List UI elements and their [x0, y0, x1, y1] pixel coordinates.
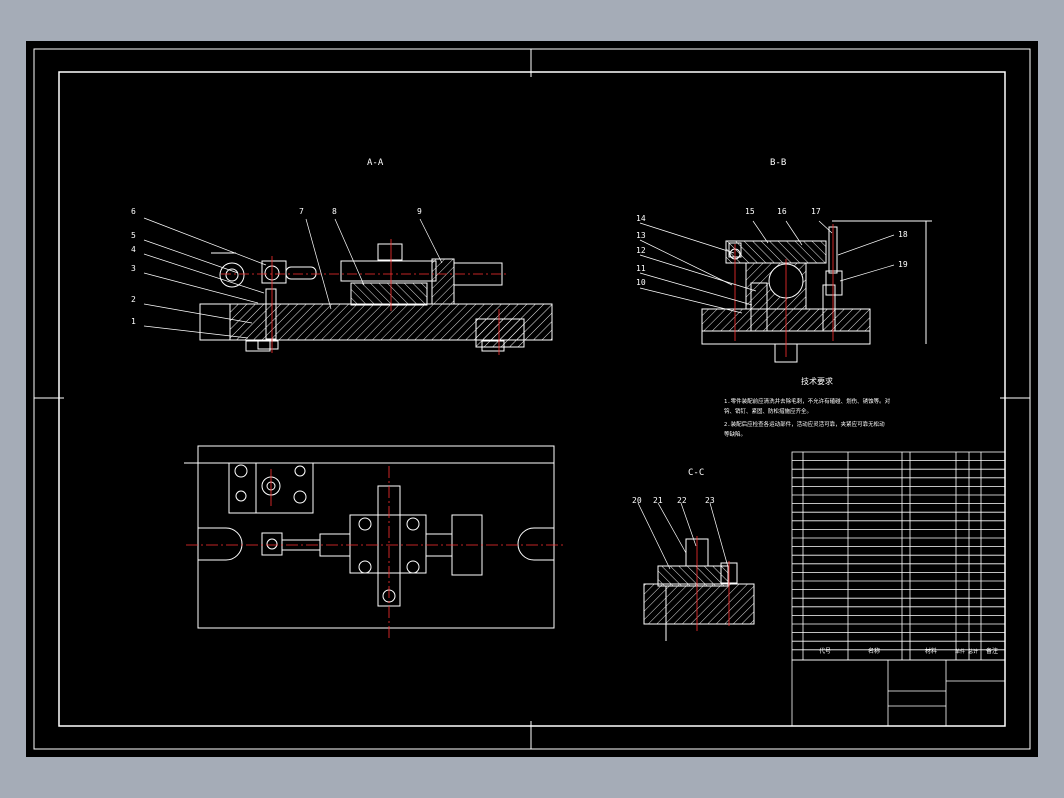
view-aa-centerlines [221, 239, 508, 355]
bom-header-code: 代号 [819, 647, 831, 655]
callout-13: 13 [636, 231, 646, 240]
notes-line-1: 1.零件装配前应清洗并去除毛刺，不允许有磕碰、划伤、锈蚀等。对 [724, 397, 891, 405]
section-label-bb: B-B [770, 158, 786, 168]
callout-5: 5 [131, 231, 136, 240]
view-cc [643, 538, 755, 641]
callout-10: 10 [636, 278, 646, 287]
view-aa [199, 243, 553, 352]
drawing-border [33, 48, 1031, 750]
view-bb-centerlines [734, 224, 834, 357]
view-aa-leaders [143, 217, 443, 339]
notes-line-2: 钩、销钉、紧固、防松措施应齐全。 [724, 407, 812, 415]
view-bb-leaders [639, 220, 895, 314]
callout-21: 21 [653, 496, 663, 505]
bom-header-remark: 备注 [986, 647, 998, 655]
cad-drawing: A-A B-B C-C [33, 48, 1031, 750]
callout-16: 16 [777, 207, 787, 216]
callout-20: 20 [632, 496, 642, 505]
callout-1: 1 [131, 317, 136, 326]
callout-12: 12 [636, 246, 646, 255]
view-bb-callout-labels: 10 11 12 13 14 15 16 17 18 19 [636, 207, 908, 287]
callout-4: 4 [131, 245, 136, 254]
view-cc-callout-labels: 20 21 22 23 [632, 496, 715, 505]
callout-18: 18 [898, 230, 908, 239]
callout-2: 2 [131, 295, 136, 304]
notes-title: 技术要求 [801, 376, 833, 386]
callout-17: 17 [811, 207, 821, 216]
callout-3: 3 [131, 264, 136, 273]
bom-table [791, 451, 1006, 727]
bom-header: 代号 名称 材料 单件 总计 备注 [819, 647, 998, 655]
view-bb [701, 220, 932, 363]
view-plan [184, 445, 555, 629]
callout-11: 11 [636, 264, 646, 273]
section-label-cc: C-C [688, 468, 704, 478]
bom-header-weight: 单件 总计 [955, 648, 978, 655]
bom-header-name: 名称 [868, 647, 880, 655]
view-cc-centerlines [696, 536, 730, 631]
notes-line-3: 2.装配后应检查各运动部件，活动应灵活可靠，夹紧应可靠无松动 [724, 420, 885, 428]
drawing-sheet: A-A B-B C-C [26, 41, 1038, 757]
view-plan-centerlines [186, 466, 566, 641]
callout-14: 14 [636, 214, 646, 223]
callout-9: 9 [417, 207, 422, 216]
callout-19: 19 [898, 260, 908, 269]
callout-6: 6 [131, 207, 136, 216]
callout-22: 22 [677, 496, 687, 505]
callout-8: 8 [332, 207, 337, 216]
callout-15: 15 [745, 207, 755, 216]
callout-23: 23 [705, 496, 715, 505]
notes-line-4: 等缺陷。 [724, 430, 746, 438]
callout-7: 7 [299, 207, 304, 216]
section-label-aa: A-A [367, 158, 384, 168]
bom-header-material: 材料 [925, 647, 937, 655]
technical-notes: 技术要求 1.零件装配前应清洗并去除毛刺，不允许有磕碰、划伤、锈蚀等。对 钩、销… [724, 376, 891, 438]
view-cc-leaders [637, 502, 729, 570]
view-aa-callout-labels: 1 2 3 4 5 6 7 8 9 [131, 207, 422, 326]
